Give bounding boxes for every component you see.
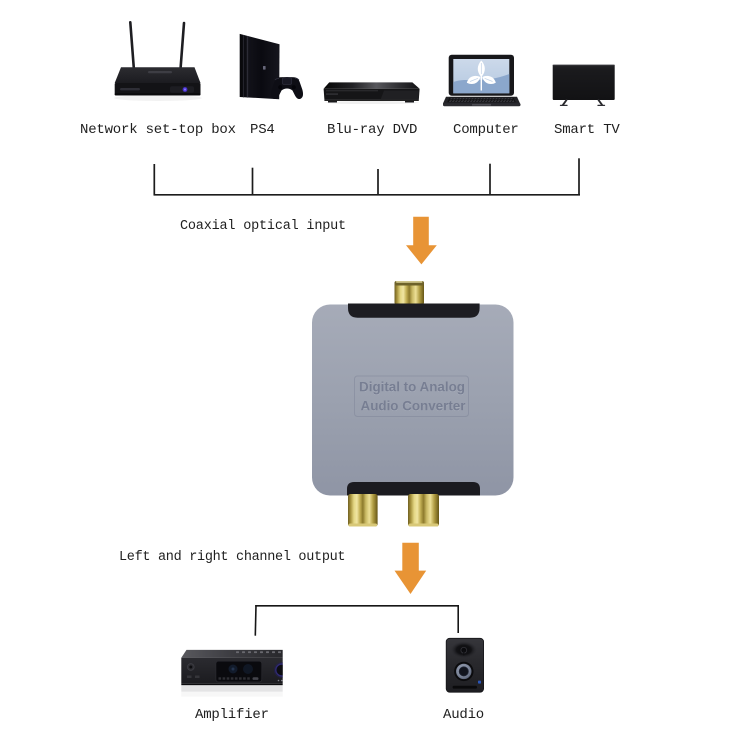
svg-text:Audio Converter: Audio Converter	[361, 399, 467, 414]
svg-text:Digital to Analog: Digital to Analog	[359, 380, 465, 395]
svg-text:Audio Converter: Audio Converter	[361, 399, 467, 414]
svg-text:Digital to Analog: Digital to Analog	[359, 380, 465, 395]
